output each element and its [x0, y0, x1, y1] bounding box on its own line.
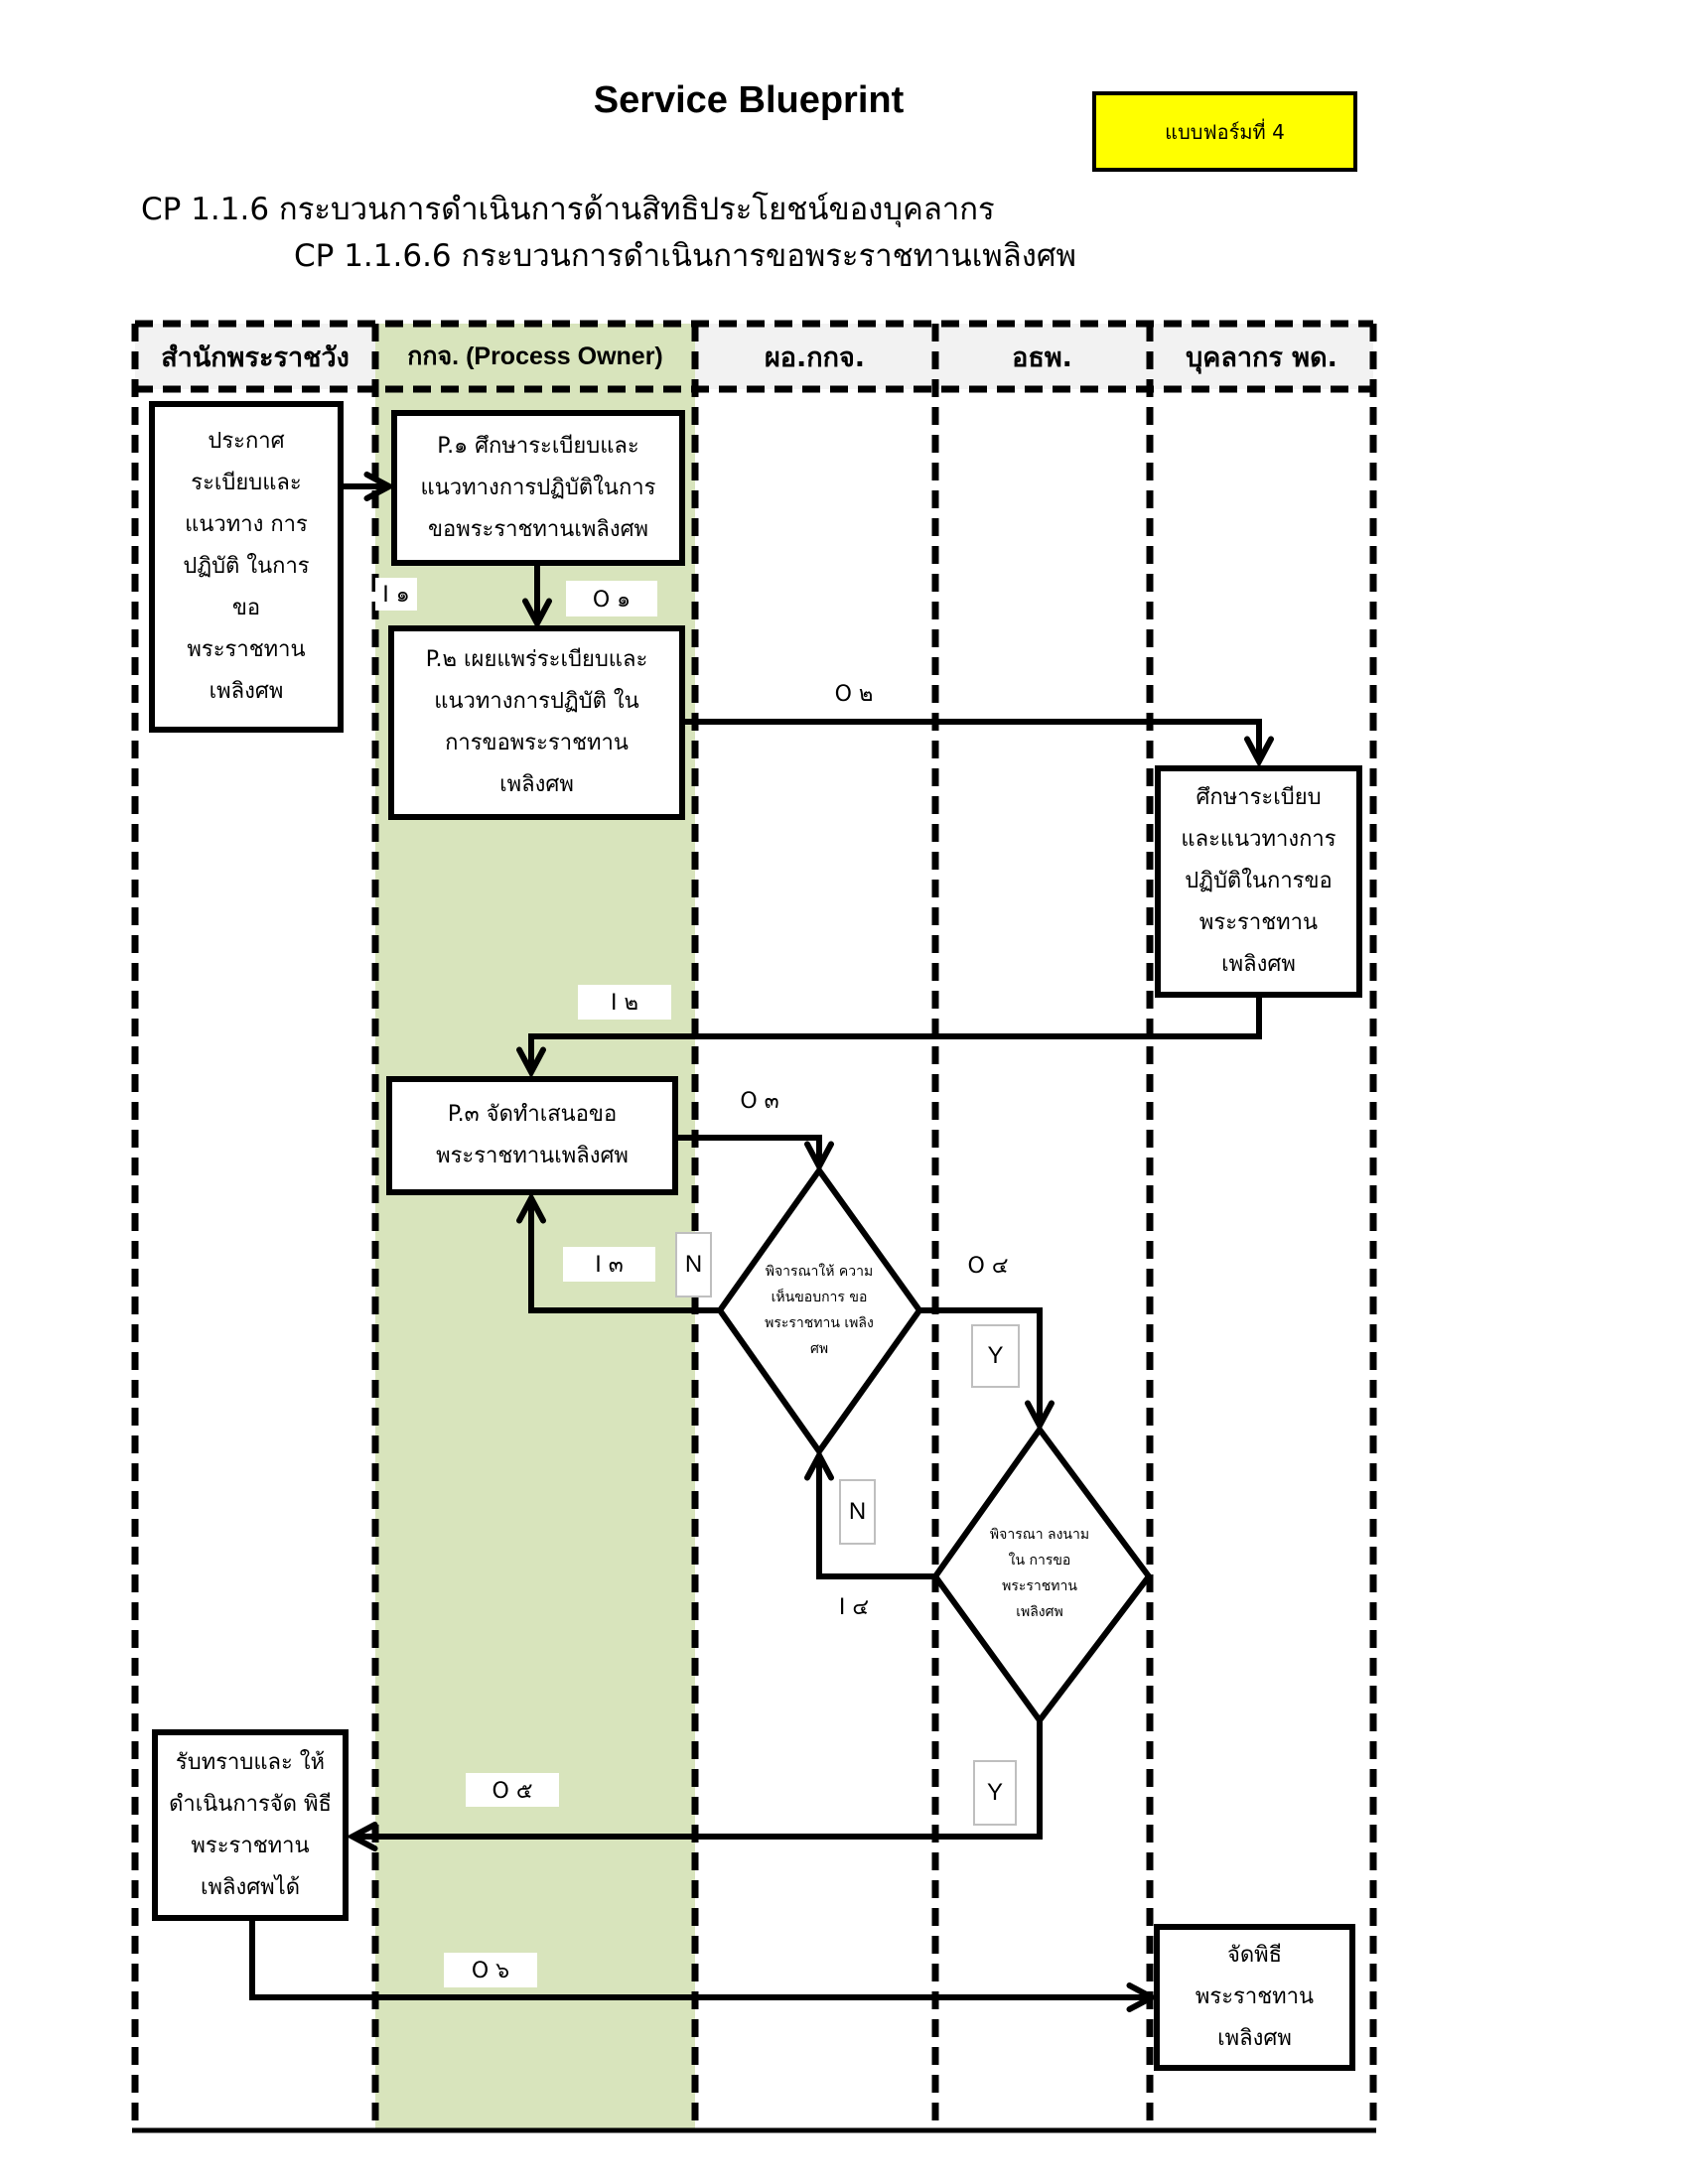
branch-d1-yes: Y [971, 1324, 1020, 1388]
arrow-p2-to-study [685, 719, 1259, 761]
p2-box: P.๒ เผยแพร่ระเบียบและ แนวทางการปฏิบัติ ใ… [388, 625, 685, 820]
p1-box: P.๑ ศึกษาระเบียบและแนวทางการปฏิบัติในการ… [391, 410, 685, 566]
cp-sub-heading: CP 1.1.6.6 กระบวนการดำเนินการขอพระราชทาน… [294, 238, 1076, 274]
arrow-study-to-p3 [531, 997, 1262, 1072]
label-i2: I ๒ [578, 985, 671, 1020]
label-i3: I ๓ [563, 1247, 655, 1282]
arrow-decision2-no-to-decision1 [819, 1455, 935, 1579]
header-band [135, 324, 1373, 389]
decision1-text: พิจารณาให้ ความ เห็นขอบการ ขอ พระราชทาน … [765, 1264, 874, 1357]
lane-header-staff: บุคลากร พด. [1186, 341, 1337, 373]
ceremony-box: จัดพิธี พระราชทาน เพลิงศพ [1154, 1924, 1355, 2071]
cp-main-heading: CP 1.1.6 กระบวนการดำเนินการด้านสิทธิประโ… [141, 192, 995, 227]
announce-box: ประกาศ ระเบียบและ แนวทาง การปฏิบัติ ในกา… [149, 401, 344, 733]
lane-header-royal-palace: สำนักพระราชวัง [161, 341, 350, 373]
label-o3: O ๓ [740, 1088, 779, 1114]
study-box: ศึกษาระเบียบ และแนวทางการ ปฏิบัติในการขอ… [1155, 765, 1362, 998]
label-o2: O ๒ [834, 681, 874, 707]
label-o5: O ๕ [466, 1773, 559, 1807]
p3-box: P.๓ จัดทำเสนอขอ พระราชทานเพลิงศพ [386, 1076, 678, 1195]
branch-d1-no: N [675, 1232, 712, 1297]
arrow-p3-to-decision1 [678, 1135, 819, 1166]
arrow-decision1-no-to-p3 [531, 1198, 720, 1313]
label-o1: O ๑ [566, 581, 657, 616]
lane-header-deputy: อธพ. [1012, 341, 1072, 373]
acknowledge-box: รับทราบและ ให้ดำเนินการจัด พิธีพระราชทาน… [152, 1729, 349, 1921]
label-i4: I ๔ [838, 1594, 870, 1620]
lane-header-process-owner: กกจ. (Process Owner) [407, 342, 663, 370]
arrow-decision2-yes-to-acknowledge [352, 1720, 1043, 1837]
lane-borders [131, 320, 1377, 2130]
branch-d2-no: N [839, 1479, 876, 1545]
decision2-text: พิจารณา ลงนามใน การขอ พระราชทาน เพลิงศพ [989, 1527, 1090, 1620]
label-o4: O ๔ [967, 1253, 1009, 1279]
decision2-diamond [931, 1424, 1153, 1726]
branch-d2-yes: Y [973, 1760, 1017, 1826]
arrow-decision1-yes-to-decision2 [919, 1307, 1040, 1426]
label-o6: O ๖ [444, 1953, 537, 1987]
arrow-acknowledge-to-ceremony [249, 1920, 1152, 1997]
decision1-diamond [716, 1164, 923, 1457]
page-title: Service Blueprint [593, 79, 905, 121]
form-number-badge: แบบฟอร์มที่ 4 [1092, 91, 1357, 172]
lane-header-director: ผอ.กกจ. [764, 341, 866, 373]
label-i1: I ๑ [375, 578, 417, 611]
